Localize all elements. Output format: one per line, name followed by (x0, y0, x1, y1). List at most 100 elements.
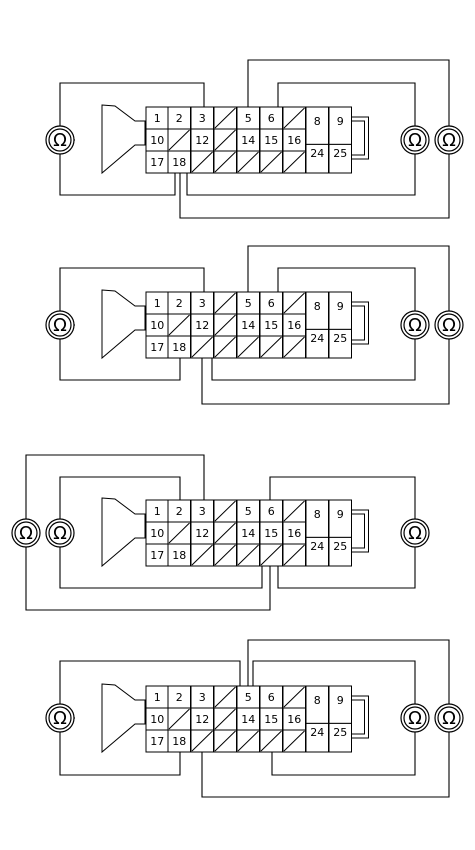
terminal-number: 5 (245, 691, 252, 704)
jumper-loop-inner (351, 699, 365, 735)
ohmmeter-icon: Ω (45, 703, 75, 733)
terminal-number: 17 (150, 549, 164, 562)
terminal-number: 2 (176, 112, 183, 125)
terminal-number: 1 (154, 505, 161, 518)
ohm-symbol: Ω (408, 708, 422, 729)
unused-terminal-slash (237, 544, 259, 566)
unused-terminal-slash (214, 522, 236, 544)
unused-terminal-slash (283, 686, 305, 708)
terminal-number: 18 (172, 549, 186, 562)
unused-terminal-slash (191, 336, 213, 358)
terminal-number: 12 (195, 134, 209, 147)
terminal-number: 2 (176, 297, 183, 310)
terminal-number: 8 (314, 694, 321, 707)
ohmmeter-icon: Ω (400, 310, 430, 340)
ohm-symbol: Ω (53, 130, 67, 151)
terminal-number: 14 (241, 134, 255, 147)
terminal-number: 6 (268, 691, 275, 704)
jumper-loop (351, 116, 369, 160)
terminal-number: 18 (172, 341, 186, 354)
terminal-number: 9 (337, 115, 344, 128)
terminal-number: 15 (264, 527, 278, 540)
unused-terminal-slash (168, 314, 190, 336)
terminal-number: 25 (333, 332, 347, 345)
terminal-number: 9 (337, 508, 344, 521)
connector-housing-shape (101, 289, 146, 360)
unused-terminal-slash (260, 151, 282, 173)
ohmmeter-icon: Ω (11, 518, 41, 548)
terminal-number: 2 (176, 691, 183, 704)
ohm-symbol: Ω (408, 315, 422, 336)
terminal-number: 18 (172, 156, 186, 169)
terminal-number: 16 (287, 713, 301, 726)
ohm-symbol: Ω (442, 315, 456, 336)
jumper-loop (351, 301, 369, 345)
terminal-number: 15 (264, 319, 278, 332)
terminal-number: 6 (268, 112, 275, 125)
terminal-number: 24 (310, 726, 324, 739)
terminal-number: 25 (333, 726, 347, 739)
unused-terminal-slash (191, 544, 213, 566)
unused-terminal-slash (283, 151, 305, 173)
jumper-loop-inner (351, 305, 365, 341)
terminal-number: 17 (150, 735, 164, 748)
ohm-symbol: Ω (442, 130, 456, 151)
unused-terminal-slash (168, 522, 190, 544)
terminal-number: 3 (199, 505, 206, 518)
unused-terminal-slash (214, 292, 236, 314)
ohm-symbol: Ω (53, 523, 67, 544)
terminal-number: 16 (287, 527, 301, 540)
unused-terminal-slash (237, 151, 259, 173)
unused-terminal-slash (260, 730, 282, 752)
terminal-number: 2 (176, 505, 183, 518)
terminal-number: 15 (264, 713, 278, 726)
terminal-number: 6 (268, 505, 275, 518)
terminal-number: 16 (287, 134, 301, 147)
terminal-number: 14 (241, 713, 255, 726)
connector-housing-shape (101, 497, 146, 568)
terminal-number: 9 (337, 694, 344, 707)
terminal-number: 3 (199, 691, 206, 704)
terminal-number: 3 (199, 297, 206, 310)
jumper-loop (351, 509, 369, 553)
ohm-symbol: Ω (442, 708, 456, 729)
unused-terminal-slash (168, 708, 190, 730)
terminal-number: 24 (310, 332, 324, 345)
terminal-number: 14 (241, 319, 255, 332)
terminal-number: 5 (245, 297, 252, 310)
unused-terminal-slash (283, 107, 305, 129)
terminal-number: 15 (264, 134, 278, 147)
unused-terminal-slash (214, 107, 236, 129)
terminal-number: 25 (333, 540, 347, 553)
unused-terminal-slash (214, 336, 236, 358)
terminal-number: 5 (245, 112, 252, 125)
terminal-number: 24 (310, 147, 324, 160)
terminal-number: 9 (337, 300, 344, 313)
unused-terminal-slash (191, 730, 213, 752)
unused-terminal-slash (214, 151, 236, 173)
ohmmeter-icon: Ω (434, 125, 464, 155)
terminal-number: 25 (333, 147, 347, 160)
terminal-number: 3 (199, 112, 206, 125)
terminal-number: 5 (245, 505, 252, 518)
terminal-number: 24 (310, 540, 324, 553)
ohmmeter-icon: Ω (45, 125, 75, 155)
ohm-symbol: Ω (408, 523, 422, 544)
ohmmeter-icon: Ω (45, 518, 75, 548)
unused-terminal-slash (237, 730, 259, 752)
terminal-number: 12 (195, 713, 209, 726)
terminal-number: 12 (195, 527, 209, 540)
terminal-number: 8 (314, 300, 321, 313)
connector-housing-shape (101, 104, 146, 175)
ohm-symbol: Ω (19, 523, 33, 544)
terminal-number: 17 (150, 156, 164, 169)
ohmmeter-icon: Ω (45, 310, 75, 340)
unused-terminal-slash (214, 708, 236, 730)
ohm-symbol: Ω (53, 315, 67, 336)
unused-terminal-slash (237, 336, 259, 358)
